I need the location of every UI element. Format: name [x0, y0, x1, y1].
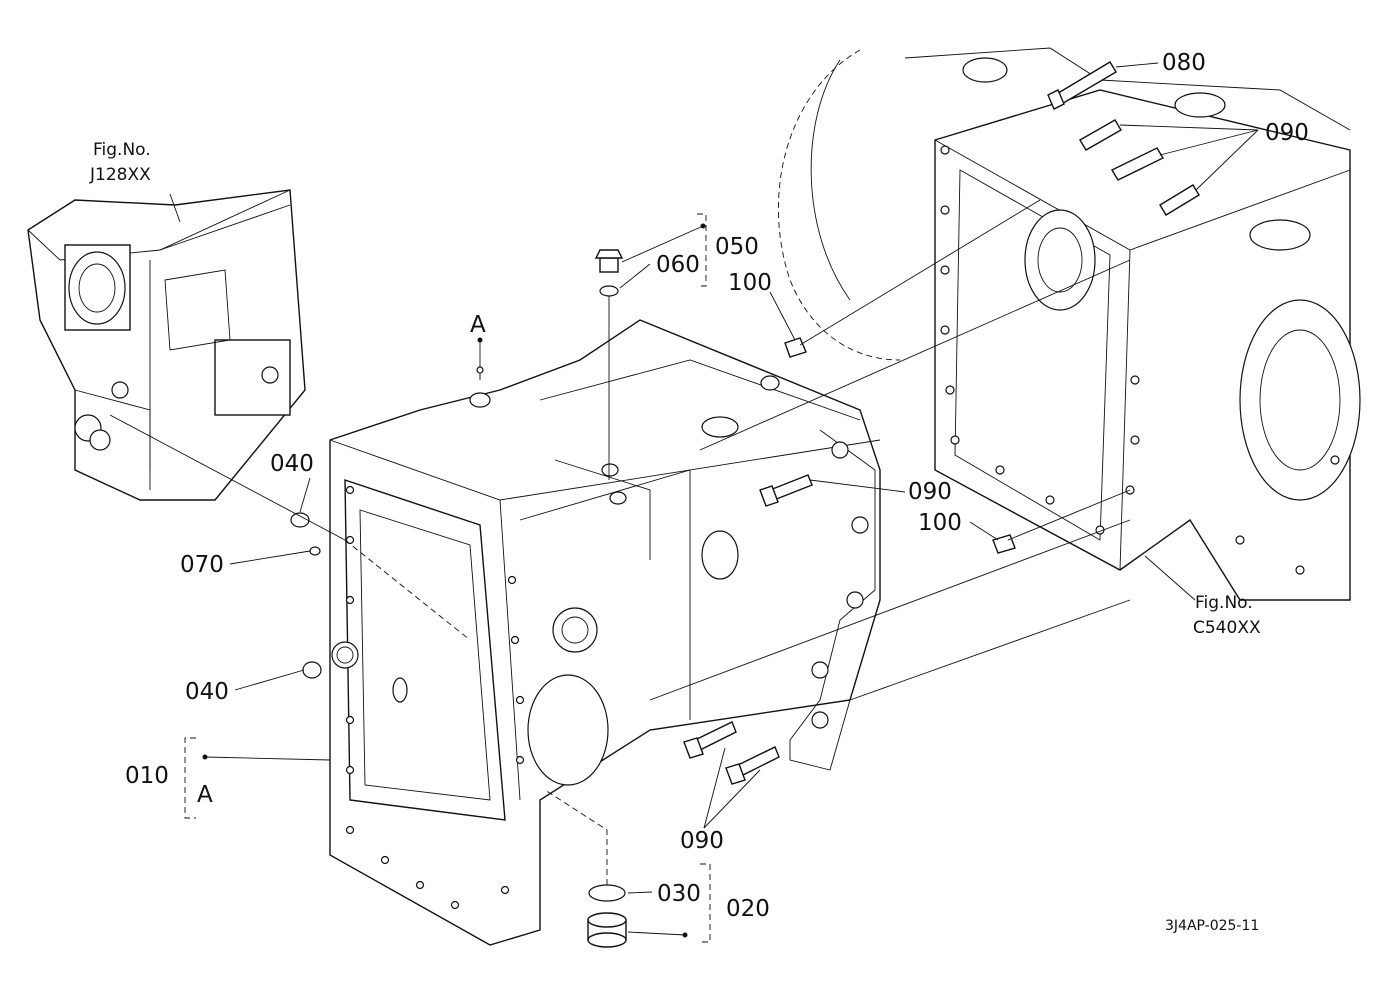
diagram-code: 3J4AP-025-11: [1165, 918, 1259, 934]
flange-bolt-holes: [940, 145, 1340, 575]
callout-040-lower: 040: [185, 679, 229, 705]
oring-070: [309, 546, 321, 556]
oring-040-upper: [290, 512, 310, 528]
callout-100-mid: 100: [918, 510, 962, 536]
callout-050: 050: [715, 234, 759, 260]
front-flange-bolt-holes: [345, 485, 525, 910]
bolt-090-center: [759, 474, 813, 507]
drain-plug-020: [544, 789, 627, 948]
transmission-case-outline: [329, 319, 881, 946]
figref-c540-number: C540XX: [1193, 618, 1261, 638]
callout-060: 060: [656, 252, 700, 278]
bolts-top: [1047, 61, 1200, 216]
callout-100-top: 100: [728, 270, 772, 296]
oring-040-lower: [302, 661, 322, 679]
callout-090-mid: 090: [908, 479, 952, 505]
callout-020: 020: [726, 896, 770, 922]
callout-090-top: 090: [1265, 120, 1309, 146]
callout-040-upper: 040: [270, 451, 314, 477]
figref-j128-number: J128XX: [89, 165, 151, 185]
figref-j128-title: Fig.No.: [93, 140, 151, 160]
mark-a-left: A: [197, 782, 213, 808]
alignment-lines: [109, 199, 1131, 701]
front-housing-outline: [27, 189, 306, 501]
plug-060: [594, 249, 624, 480]
callout-030: 030: [657, 881, 701, 907]
callout-070: 070: [180, 552, 224, 578]
callout-010: 010: [125, 763, 169, 789]
dowel-pin-100-top: [784, 337, 807, 358]
figref-c540-title: Fig.No.: [1195, 593, 1253, 613]
callout-090-bottom: 090: [680, 828, 724, 854]
callout-brackets: [184, 213, 711, 943]
rear-case-outline: [778, 47, 1361, 601]
callout-080: 080: [1162, 50, 1206, 76]
mark-a-top: A: [470, 312, 486, 338]
bolts-090-bottom: [683, 721, 780, 785]
dowel-pin-100-mid: [992, 534, 1016, 554]
callout-leaders: [169, 62, 1259, 938]
